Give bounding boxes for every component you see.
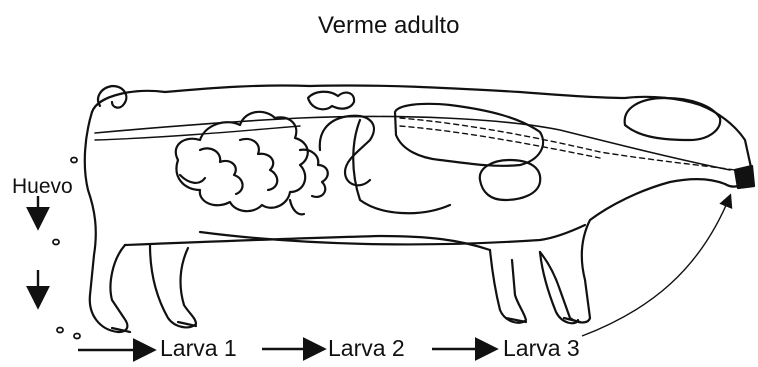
egg-marker-2 bbox=[53, 240, 59, 245]
pig-body-outline bbox=[92, 85, 752, 322]
pig-front-leg-left bbox=[490, 250, 526, 323]
arrow-larva3-to-snout bbox=[582, 196, 730, 336]
organ-stomach bbox=[308, 92, 354, 110]
spine-line bbox=[95, 117, 730, 171]
pig-belly-lower bbox=[200, 225, 585, 244]
egg-marker-1 bbox=[71, 158, 77, 163]
larva2-label: Larva 2 bbox=[328, 337, 405, 360]
egg-marker-3 bbox=[57, 328, 63, 333]
pig-rear-leg-right bbox=[150, 245, 196, 327]
pig-snout bbox=[735, 166, 754, 188]
larva3-label: Larva 3 bbox=[503, 337, 580, 360]
pig-ear bbox=[625, 98, 721, 140]
egg-marker-4 bbox=[74, 334, 80, 339]
diagram-title: Verme adulto bbox=[318, 14, 459, 38]
egg-label: Huevo bbox=[12, 176, 73, 197]
organ-diaphragm bbox=[353, 120, 450, 213]
larva1-label: Larva 1 bbox=[160, 337, 237, 360]
pig-belly-line bbox=[125, 236, 490, 250]
pig-rear-leg-left bbox=[85, 112, 128, 332]
